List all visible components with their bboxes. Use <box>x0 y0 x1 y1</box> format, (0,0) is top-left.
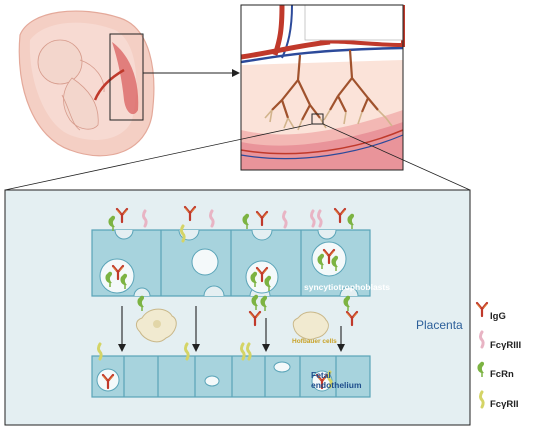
zoom-line-left <box>4 123 313 191</box>
fcgrii-receptor-icon <box>479 390 485 409</box>
hofbauer-cell <box>292 311 329 340</box>
legend-icons <box>475 301 489 409</box>
magnified-frame <box>240 4 404 171</box>
label-fetal-endothelium: Fetal endothelium <box>311 370 362 390</box>
zoom-line-right <box>322 123 471 191</box>
label-hofbauer-cells: Hofbauer cells <box>292 338 337 345</box>
label-fetal-line1: Fetal <box>311 370 331 380</box>
syncytiotrophoblast-layer <box>91 229 371 297</box>
transport-arrows <box>118 306 345 352</box>
legend-label: FcγRIII <box>490 340 522 351</box>
fcrn-receptor-icon <box>476 361 485 378</box>
fetus <box>37 39 105 131</box>
legend-label: FcRn <box>490 369 514 380</box>
label-placenta: Placenta <box>416 318 463 332</box>
label-syncytiotrophoblasts: syncytiotrophoblasts <box>304 282 390 292</box>
uterus-illustration <box>18 10 155 157</box>
label-fetal-line2: endothelium <box>311 380 362 390</box>
legend-label: IgG <box>490 311 506 322</box>
zoom-arrow-head <box>232 69 240 77</box>
fcgriii-receptor-icon <box>479 330 485 349</box>
legend-label: FcγRII <box>490 399 519 410</box>
igg-antibody-icon <box>475 301 489 318</box>
zoom-box-small <box>109 33 144 121</box>
placenta-magnified <box>240 4 405 170</box>
